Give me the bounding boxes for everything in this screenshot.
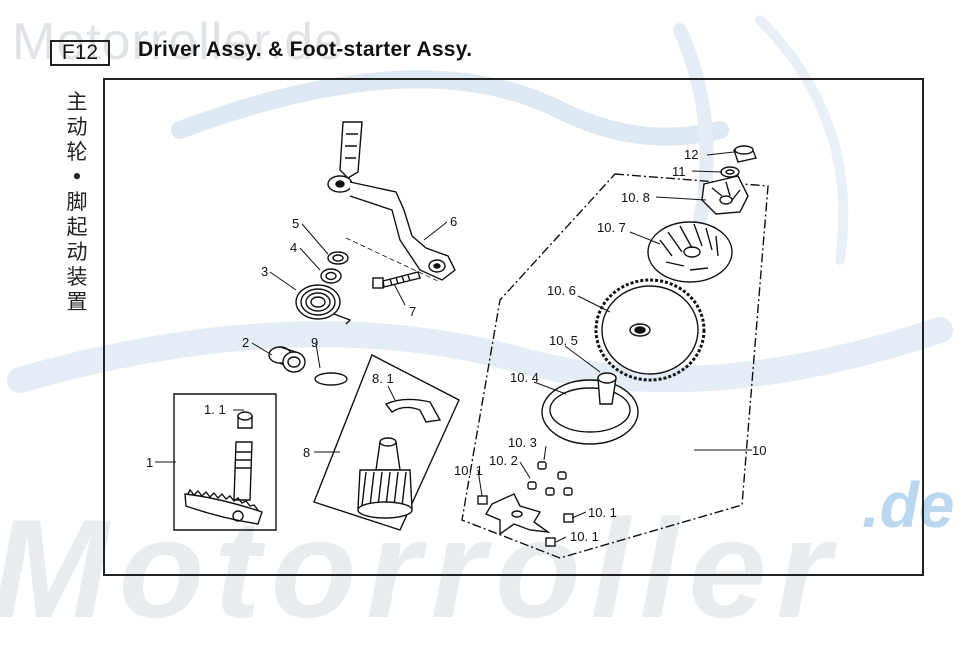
- bolt-part-7: [345, 237, 441, 289]
- drive-spider-part-10-2: [484, 493, 551, 536]
- callout-10-5: 10. 5: [549, 333, 578, 348]
- callout-10-1b: 10. 1: [588, 505, 617, 520]
- callout-10-1c: 10. 1: [570, 529, 599, 544]
- nut-part-12: [733, 145, 757, 163]
- kick-shaft-part-1: [184, 411, 263, 525]
- callout-5: 5: [292, 216, 299, 231]
- callout-8: 8: [303, 445, 310, 460]
- callout-10-8: 10. 8: [621, 190, 650, 205]
- page-title: Driver Assy. & Foot-starter Assy.: [138, 38, 473, 61]
- leader-lines: [155, 151, 752, 543]
- chinese-title: 主动轮•脚起动装置: [66, 90, 88, 314]
- diagram-frame: [103, 78, 924, 576]
- slider-part-10-1a: [477, 495, 488, 505]
- box-part-10: [461, 173, 769, 559]
- callout-10-4: 10. 4: [510, 370, 539, 385]
- callout-10: 10: [752, 443, 766, 458]
- callout-3: 3: [261, 264, 268, 279]
- callout-1: 1: [146, 455, 153, 470]
- kick-lever-part-6: [327, 121, 456, 281]
- callout-1-1: 1. 1: [204, 402, 226, 417]
- oring-part-9: [314, 372, 348, 386]
- callout-2: 2: [242, 335, 249, 350]
- callout-10-1a: 10. 1: [454, 463, 483, 478]
- seal-part-4: [320, 268, 342, 284]
- callout-9: 9: [311, 335, 318, 350]
- callout-10-3: 10. 3: [508, 435, 537, 450]
- section-code: F12: [50, 40, 110, 66]
- callout-4: 4: [290, 240, 297, 255]
- callout-10-2: 10. 2: [489, 453, 518, 468]
- callout-12: 12: [684, 147, 698, 162]
- drive-plate-part-10-7: [647, 221, 733, 283]
- washer-part-5: [327, 251, 349, 265]
- washer-part-11: [720, 166, 740, 178]
- parts-diagram-page: Motorroller.de Motorroller .de F12 Drive…: [0, 13, 954, 647]
- callout-7: 7: [409, 304, 416, 319]
- bushing-part-2: [268, 346, 306, 373]
- callout-6: 6: [450, 214, 457, 229]
- box-part-8: [313, 354, 460, 531]
- spring-part-3: [295, 284, 352, 325]
- rollers-part-10-3: [527, 461, 573, 496]
- callout-10-7: 10. 7: [597, 220, 626, 235]
- slider-part-10-1b: [563, 513, 574, 523]
- ramp-plate-part-10-8: [701, 175, 749, 215]
- exploded-diagram: 1 1. 1 2 3 4 5 6 7 8 8. 1 9 10 10. 1 10.…: [146, 121, 769, 559]
- box-part-1: [173, 393, 277, 531]
- starter-gear-part-8: [357, 398, 442, 519]
- callout-8-1: 8. 1: [372, 371, 394, 386]
- slider-part-10-1c: [545, 537, 556, 547]
- watermark-swooshes: [7, 15, 953, 393]
- drive-face-part-10-4: [541, 372, 639, 445]
- ratchet-gear-part-10-6: [594, 278, 706, 382]
- callout-labels: 1 1. 1 2 3 4 5 6 7 8 8. 1 9 10 10. 1 10.…: [146, 147, 766, 544]
- callout-10-6: 10. 6: [547, 283, 576, 298]
- callout-11: 11: [672, 164, 686, 179]
